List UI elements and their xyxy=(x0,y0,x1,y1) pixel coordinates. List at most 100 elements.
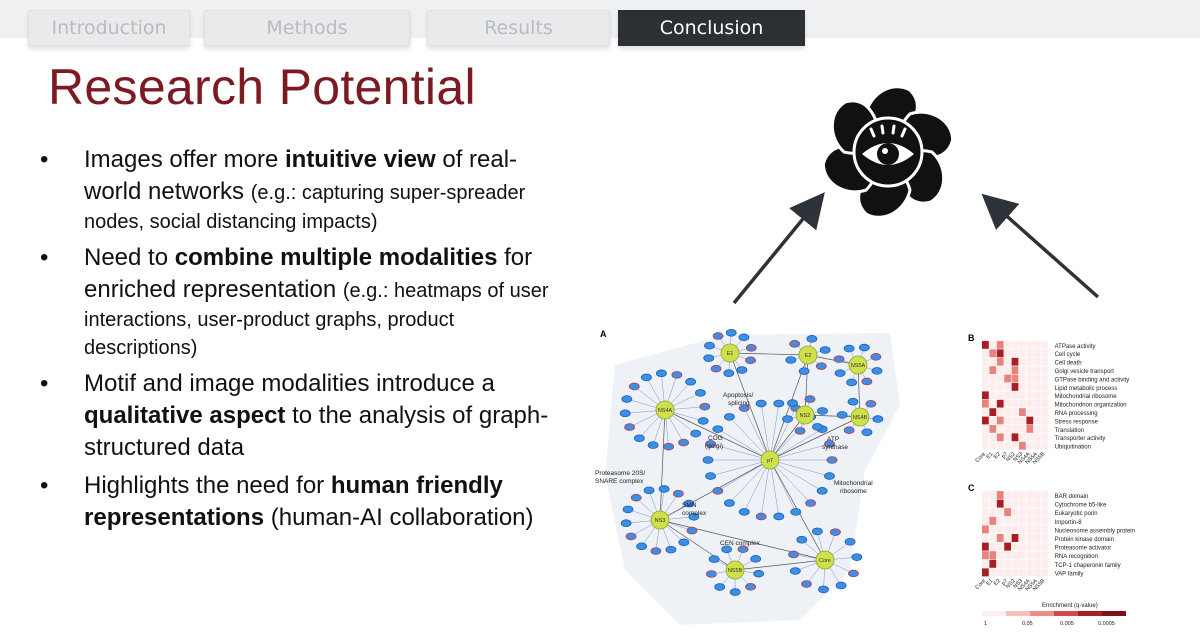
heatmap-cell xyxy=(996,391,1004,400)
heatmap-cell xyxy=(982,542,989,551)
heatmap-cell xyxy=(1041,357,1048,366)
heatmap-cell xyxy=(1026,551,1034,560)
heatmap-cell xyxy=(1019,534,1026,542)
heatmap-cell xyxy=(989,416,997,425)
network-leaf-node xyxy=(690,429,702,438)
network-leaf-node xyxy=(804,395,816,403)
heatmap-cell xyxy=(1041,525,1048,534)
network-leaf-node xyxy=(794,427,806,435)
heatmap-col-label: E1 xyxy=(986,451,995,460)
heatmap-row-label: Cytochrome b5-like xyxy=(1055,503,1107,509)
heatmap-cell xyxy=(1011,383,1019,391)
heatmap-cell xyxy=(1004,551,1011,560)
heatmap-row-label: Cell death xyxy=(1055,361,1082,367)
network-leaf-node xyxy=(699,402,711,411)
network-leaf-node xyxy=(815,362,827,370)
tab-methods[interactable]: Methods xyxy=(204,10,410,46)
network-leaf-node xyxy=(704,341,715,350)
arrows-to-logo xyxy=(732,192,1100,305)
heatmap-cell xyxy=(1011,408,1019,416)
network-leaf-node xyxy=(620,519,632,528)
heatmap-cell xyxy=(1026,568,1034,577)
heatmap-cell xyxy=(996,383,1004,391)
network-leaf-node xyxy=(865,400,877,408)
network-leaf-node xyxy=(663,442,675,451)
network-leaf-node xyxy=(833,355,845,363)
heatmap-cell xyxy=(989,441,997,450)
network-leaf-node xyxy=(725,328,737,337)
heatmap-cell xyxy=(1011,341,1019,349)
heatmap-cell xyxy=(1019,357,1026,366)
network-hub-node xyxy=(815,550,835,570)
network-leaf-node xyxy=(755,399,767,408)
heatmap-cell xyxy=(1026,391,1034,400)
heatmap-cell xyxy=(1011,568,1019,577)
heatmap-cell xyxy=(1004,568,1011,577)
heatmap-cell xyxy=(989,542,997,551)
heatmap-cell xyxy=(996,491,1004,499)
heatmap-cell xyxy=(996,366,1004,374)
network-leaf-node xyxy=(636,542,648,551)
network-leaf-node xyxy=(851,553,863,561)
tab-results[interactable]: Results xyxy=(427,10,610,46)
heatmap-cell xyxy=(1033,391,1041,400)
heatmap-row-label: GTPase binding and activity xyxy=(1055,377,1130,383)
heatmap-cell xyxy=(1041,508,1048,517)
heatmap-cell xyxy=(1011,349,1019,358)
heatmap-cell xyxy=(1033,341,1041,349)
network-leaf-node xyxy=(712,487,724,495)
heatmap-cell xyxy=(1041,534,1048,542)
heatmap-cell xyxy=(996,568,1004,577)
cluster-label: Proteasome 20S/ xyxy=(595,470,645,477)
heatmap-cell xyxy=(1041,491,1048,499)
heatmap-row-label: Golgi vesicle transport xyxy=(1055,369,1115,375)
heatmap-cell xyxy=(989,551,997,560)
heatmap-cell xyxy=(982,441,989,450)
tab-conclusion[interactable]: Conclusion xyxy=(618,10,805,46)
legend-swatch xyxy=(1054,611,1078,616)
network-hub-node xyxy=(720,343,740,363)
network-leaf-node xyxy=(723,369,735,378)
heatmap-cell xyxy=(1019,568,1026,577)
legend-swatch xyxy=(1006,611,1030,616)
heatmap-cell xyxy=(1004,534,1011,542)
heatmap-cell xyxy=(1019,408,1026,416)
heatmap-cell xyxy=(1033,374,1041,383)
hub-label: p7 xyxy=(767,458,773,464)
heatmap-cell xyxy=(989,399,997,408)
heatmap-cell xyxy=(982,349,989,358)
heatmap-col-label: p7 xyxy=(1001,578,1010,587)
heatmap-cell xyxy=(1004,542,1011,551)
heatmap-cell xyxy=(989,341,997,349)
network-leaf-node xyxy=(788,550,799,559)
heatmap-cell xyxy=(989,374,997,383)
legend-tick: 0.0005 xyxy=(1098,621,1115,627)
network-leaf-node xyxy=(705,472,716,480)
heatmap-cell xyxy=(996,399,1004,408)
legend-tick: 0.005 xyxy=(1060,621,1074,627)
bullet-item: Highlights the need for human friendly r… xyxy=(40,470,550,534)
heatmap-cell xyxy=(1019,542,1026,551)
heatmap-cell xyxy=(1033,366,1041,374)
heatmap-cell xyxy=(989,559,997,568)
heatmap-cell xyxy=(989,516,997,525)
heatmap-cell xyxy=(982,341,989,349)
tab-introduction[interactable]: Introduction xyxy=(28,10,190,46)
network-leaf-node xyxy=(723,413,735,421)
heatmap-cell xyxy=(996,441,1004,450)
network-leaf-node xyxy=(697,417,709,425)
heatmap-cell xyxy=(1004,374,1011,383)
network-leaf-node xyxy=(790,508,802,516)
heatmap-cell xyxy=(1004,508,1011,517)
heatmap-row-label: TCP-1 chaperonin family xyxy=(1055,563,1121,569)
heatmap-cell xyxy=(996,499,1004,508)
network-leaf-node xyxy=(789,340,801,348)
heatmap-cell xyxy=(1011,441,1019,450)
heatmap-cell xyxy=(982,568,989,577)
heatmap-row-label: Importin-8 xyxy=(1055,520,1083,526)
legend-title: Enrichment (q-value) xyxy=(1042,603,1098,609)
heatmap-cell xyxy=(996,559,1004,568)
network-leaf-node xyxy=(835,581,847,590)
